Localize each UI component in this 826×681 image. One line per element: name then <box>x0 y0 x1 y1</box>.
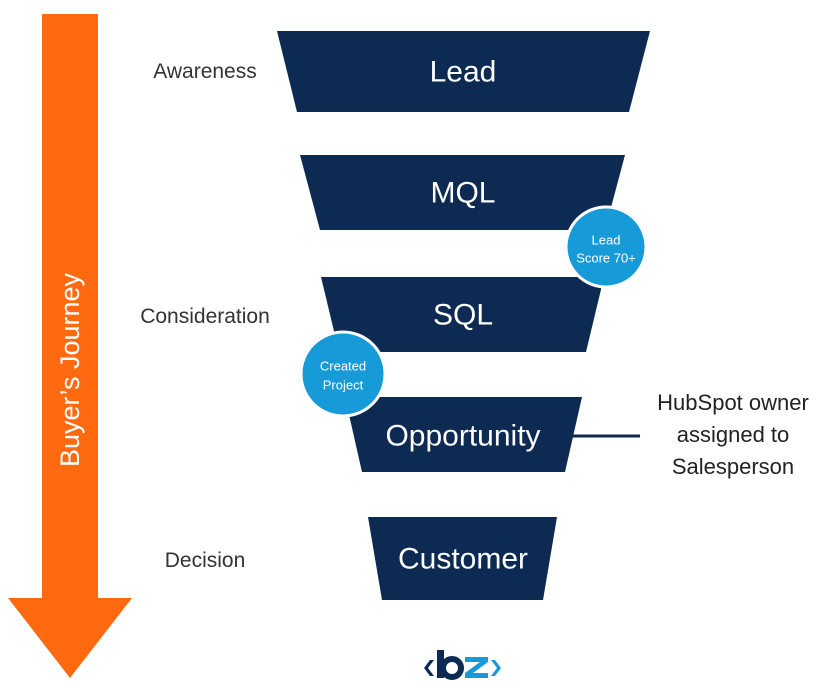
funnel-segment-mql <box>300 155 625 230</box>
phase-label-consideration: Consideration <box>140 305 270 328</box>
bz-logo-right-chevron <box>491 660 501 676</box>
bz-logo-b-bowl <box>440 656 464 680</box>
stage-label-sql: SQL <box>433 299 493 332</box>
bz-logo-icon <box>424 650 501 680</box>
funnel-stage-customer: Customer <box>368 517 557 600</box>
funnel-stage-lead: Lead <box>277 31 650 112</box>
stage-label-mql: MQL <box>430 177 495 210</box>
note-line-1: HubSpot owner <box>657 390 809 415</box>
stage-label-lead: Lead <box>430 56 497 89</box>
badge-lead-score-circle <box>564 205 648 289</box>
note-line-2: assigned to <box>677 422 790 447</box>
phase-label-decision: Decision <box>165 549 246 572</box>
funnel-stage-mql: MQL <box>300 155 625 230</box>
funnel-stage-opportunity: Opportunity <box>345 397 582 472</box>
stage-label-customer: Customer <box>398 543 528 576</box>
journey-arrow-label: Buyer’s Journey <box>55 272 85 467</box>
bz-logo-left-chevron <box>424 660 434 676</box>
stage-label-opportunity: Opportunity <box>385 420 540 453</box>
funnel-segment-customer <box>368 517 557 600</box>
badge-lead-score: Lead Score 70+ <box>564 205 648 289</box>
funnel-stage-sql: SQL <box>321 277 604 352</box>
hubspot-owner-note: HubSpot owner assigned to Salesperson <box>657 390 809 479</box>
badge-created-project-line-2: Project <box>323 378 364 393</box>
badge-lead-score-line-1: Lead <box>592 233 621 248</box>
funnel-segment-lead <box>277 31 650 112</box>
badge-lead-score-line-2: Score 70+ <box>576 251 636 266</box>
badge-created-project: Created Project <box>299 330 387 418</box>
badge-created-project-line-1: Created <box>320 359 366 374</box>
bz-logo-b-stem <box>437 650 444 678</box>
badge-created-project-circle <box>299 330 387 418</box>
note-line-3: Salesperson <box>672 454 794 479</box>
bz-logo-z <box>465 657 488 678</box>
journey-arrow-shape <box>8 14 132 678</box>
funnel-segment-opportunity <box>345 397 582 472</box>
funnel-segment-sql <box>321 277 604 352</box>
buyers-journey-arrow: Buyer’s Journey <box>8 14 132 678</box>
phase-label-awareness: Awareness <box>153 60 257 83</box>
